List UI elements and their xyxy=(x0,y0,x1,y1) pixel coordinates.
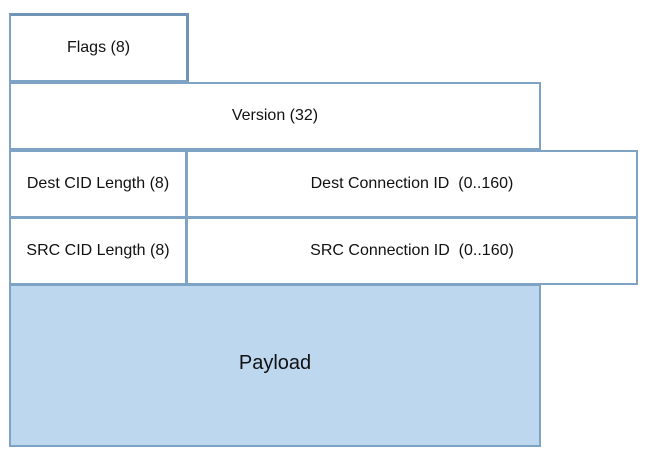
dest-cid-length-field: Dest CID Length (8) xyxy=(9,150,187,218)
payload-field: Payload xyxy=(9,284,541,447)
src-connection-id-label: SRC Connection ID (0..160) xyxy=(310,242,514,259)
payload-label: Payload xyxy=(238,352,312,374)
dest-connection-id-field: Dest Connection ID (0..160) xyxy=(186,150,638,218)
dest-cid-length-label: Dest CID Length (8) xyxy=(26,175,170,192)
src-cid-length-field: SRC CID Length (8) xyxy=(9,217,187,285)
src-cid-length-label: SRC CID Length (8) xyxy=(26,242,170,259)
version-label: Version (32) xyxy=(231,107,319,124)
dest-connection-id-label: Dest Connection ID (0..160) xyxy=(310,175,514,192)
version-field: Version (32) xyxy=(9,82,541,150)
src-connection-id-field: SRC Connection ID (0..160) xyxy=(186,217,638,285)
flags-label: Flags (8) xyxy=(66,39,131,56)
flags-field: Flags (8) xyxy=(9,13,189,82)
